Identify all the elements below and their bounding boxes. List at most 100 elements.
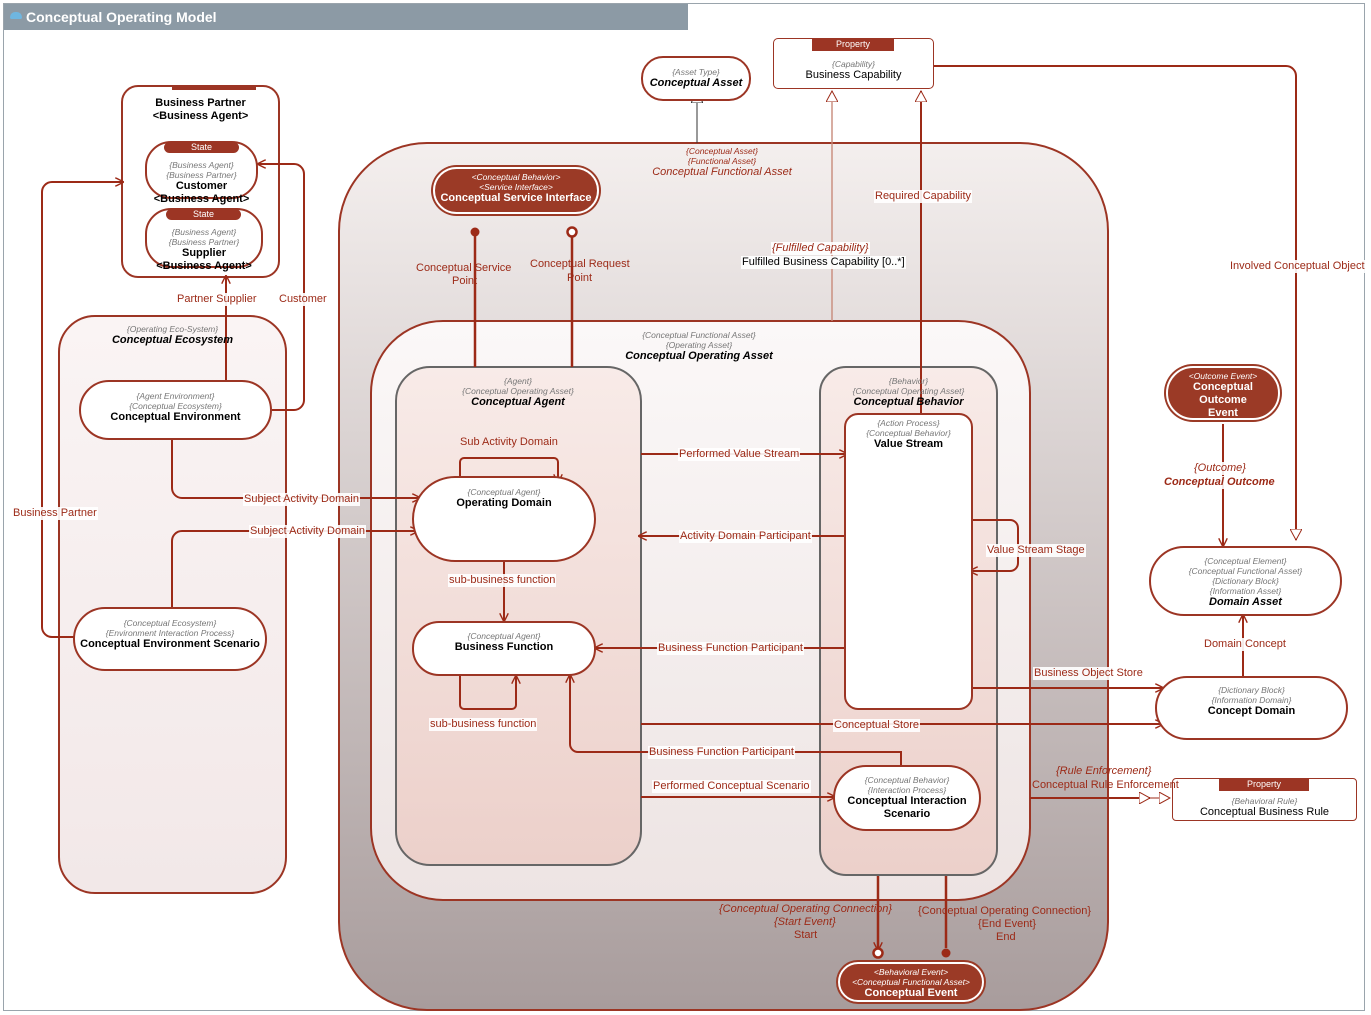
supplier-name: Supplier xyxy=(181,247,226,259)
service-point-end xyxy=(470,227,480,237)
conceptual-environment-stereotype-2: {Conceptual Ecosystem} xyxy=(129,401,222,411)
conceptual-interaction-scenario-stereotype-1: {Conceptual Behavior} xyxy=(864,775,950,785)
domain-asset-node[interactable]: {Conceptual Element} {Conceptual Functio… xyxy=(1149,546,1342,616)
domain-asset-stereotype-4: {Information Asset} xyxy=(1209,586,1282,596)
conceptual-outcome-event-name-2: Event xyxy=(1208,407,1238,419)
conceptual-agent-name: Conceptual Agent xyxy=(471,396,565,408)
label-end-stereotype-1: {Conceptual Operating Connection} xyxy=(918,905,1092,917)
label-sub-activity-domain: Sub Activity Domain xyxy=(460,436,558,448)
end-event-end xyxy=(941,948,951,958)
label-outcome-stereotype: {Outcome} xyxy=(1193,462,1247,475)
customer-subname: <Business Agent> xyxy=(153,193,250,205)
label-subject-activity-domain-1: Subject Activity Domain xyxy=(243,493,360,506)
label-business-partner: Business Partner xyxy=(12,507,98,520)
business-partner[interactable]: Business Partner <Business Agent> xyxy=(124,97,277,123)
supplier-state-badge: State xyxy=(166,209,241,220)
business-partner-name: Business Partner xyxy=(155,97,246,109)
label-conceptual-request-point-1: Conceptual Request xyxy=(530,258,630,270)
business-function-stereotype: {Conceptual Agent} xyxy=(467,631,541,641)
business-capability-node[interactable]: Property {Capability} Business Capabilit… xyxy=(773,38,934,89)
business-function-name: Business Function xyxy=(454,641,554,653)
business-capability-name: Business Capability xyxy=(805,69,902,81)
conceptual-event-name: Conceptual Event xyxy=(864,987,958,999)
involved-conceptual-object-line xyxy=(933,65,1296,540)
diagram-icon xyxy=(10,12,22,19)
operating-domain-node[interactable]: {Conceptual Agent} Operating Domain xyxy=(412,476,596,562)
conceptual-environment-scenario-node[interactable]: {Conceptual Ecosystem} {Environment Inte… xyxy=(73,607,267,671)
conceptual-event-stereotype-2: <Conceptual Functional Asset> xyxy=(852,977,970,987)
conceptual-agent-stereotype-1: {Agent} xyxy=(504,376,532,386)
operating-domain-name: Operating Domain xyxy=(456,497,552,509)
conceptual-event-node[interactable]: <Behavioral Event> <Conceptual Functiona… xyxy=(838,962,984,1002)
conceptual-outcome-event-stereotype: <Outcome Event> xyxy=(1188,371,1258,381)
conceptual-asset-stereotype: {Asset Type} xyxy=(672,67,720,77)
label-conceptual-service-point-1: Conceptual Service xyxy=(416,262,512,274)
conceptual-ecosystem-name: Conceptual Ecosystem xyxy=(111,334,234,346)
label-start: Start xyxy=(794,929,818,941)
value-stream-stereotype-1: {Action Process} xyxy=(877,418,940,428)
conceptual-functional-asset-name: Conceptual Functional Asset xyxy=(652,166,792,178)
conceptual-environment-stereotype-1: {Agent Environment} xyxy=(136,391,215,401)
conceptual-environment-scenario-stereotype-1: {Conceptual Ecosystem} xyxy=(123,618,217,628)
domain-asset-stereotype-3: {Dictionary Block} xyxy=(1212,576,1279,586)
conceptual-business-rule-stereotype: {Behavioral Rule} xyxy=(1231,796,1298,806)
domain-asset-stereotype-1: {Conceptual Element} xyxy=(1204,556,1287,566)
label-conceptual-store: Conceptual Store xyxy=(833,719,920,732)
conceptual-event-stereotype-1: <Behavioral Event> xyxy=(873,967,949,977)
conceptual-service-interface-node[interactable]: <Conceptual Behavior> <Service Interface… xyxy=(433,167,599,214)
conceptual-functional-asset-stereotype-2: {Functional Asset} xyxy=(687,156,757,166)
customer-line xyxy=(258,164,305,411)
label-fulfilled-business-capability: Fulfilled Business Capability [0..*] xyxy=(741,256,906,269)
business-function-node[interactable]: {Conceptual Agent} Business Function xyxy=(412,621,596,676)
business-partner-subname: <Business Agent> xyxy=(152,110,249,122)
conceptual-service-interface-stereotype-2: <Service Interface> xyxy=(479,182,553,192)
label-business-function-participant-1: Business Function Participant xyxy=(657,642,804,655)
concept-domain-node[interactable]: {Dictionary Block} {Information Domain} … xyxy=(1155,676,1348,740)
conceptual-agent-stereotype-2: {Conceptual Operating Asset} xyxy=(462,386,574,396)
supplier-stereotype-1: {Business Agent} xyxy=(171,227,237,237)
value-stream-node[interactable]: {Action Process} {Conceptual Behavior} V… xyxy=(844,413,973,710)
customer-node[interactable]: State {Business Agent} {Business Partner… xyxy=(145,141,258,205)
value-stream-stereotype-2: {Conceptual Behavior} xyxy=(866,428,951,438)
conceptual-business-rule-node[interactable]: Property {Behavioral Rule} Conceptual Bu… xyxy=(1172,778,1357,821)
conceptual-service-interface-stereotype-1: <Conceptual Behavior> xyxy=(471,172,561,182)
conceptual-asset-name: Conceptual Asset xyxy=(649,77,743,89)
conceptual-asset-node[interactable]: {Asset Type} Conceptual Asset xyxy=(641,56,751,101)
label-performed-conceptual-scenario: Performed Conceptual Scenario xyxy=(652,780,811,793)
label-involved-conceptual-object: Involved Conceptual Object xyxy=(1229,260,1366,273)
domain-asset-stereotype-2: {Conceptual Functional Asset} xyxy=(1188,566,1303,576)
conceptual-outcome-event-node[interactable]: <Outcome Event> Conceptual Outcome Event xyxy=(1166,366,1280,420)
conceptual-operating-asset-stereotype-1: {Conceptual Functional Asset} xyxy=(642,330,756,340)
supplier-node[interactable]: State {Business Agent} {Business Partner… xyxy=(145,208,263,272)
conceptual-interaction-scenario-name: Conceptual Interaction xyxy=(847,795,967,807)
conceptual-operating-asset-stereotype-2: {Operating Asset} xyxy=(665,340,733,350)
label-performed-value-stream: Performed Value Stream xyxy=(678,448,801,461)
label-rule-enforcement-stereotype: {Rule Enforcement} xyxy=(1056,765,1152,777)
conceptual-environment-node[interactable]: {Agent Environment} {Conceptual Ecosyste… xyxy=(79,380,272,440)
concept-domain-stereotype-1: {Dictionary Block} xyxy=(1218,685,1285,695)
sub-business-function-loop xyxy=(459,675,516,710)
conceptual-environment-scenario-stereotype-2: {Environment Interaction Process} xyxy=(105,628,235,638)
business-partner-line xyxy=(41,182,123,638)
conceptual-behavior: {Behavior} {Conceptual Operating Asset} … xyxy=(822,376,995,409)
business-function-participant-line-2 xyxy=(570,675,902,765)
concept-domain-stereotype-2: {Information Domain} xyxy=(1211,695,1292,705)
label-partner-supplier: Partner Supplier xyxy=(176,293,258,306)
conceptual-functional-asset-stereotype-1: {Conceptual Asset} xyxy=(686,146,758,156)
conceptual-ecosystem: {Operating Eco-System} Conceptual Ecosys… xyxy=(60,324,285,347)
conceptual-functional-asset: {Conceptual Asset} {Functional Asset} Co… xyxy=(622,146,822,179)
conceptual-behavior-name: Conceptual Behavior xyxy=(853,396,964,408)
conceptual-interaction-scenario-node[interactable]: {Conceptual Behavior} {Interaction Proce… xyxy=(833,765,981,831)
conceptual-business-rule-property-badge: Property xyxy=(1219,779,1309,791)
customer-stereotype-1: {Business Agent} xyxy=(169,160,234,170)
diagram-title-bar[interactable]: Conceptual Operating Model xyxy=(4,4,688,30)
label-customer: Customer xyxy=(278,293,328,306)
label-sub-business-function-1: sub-business function xyxy=(448,574,557,587)
conceptual-business-rule-name: Conceptual Business Rule xyxy=(1199,806,1330,818)
conceptual-operating-asset: {Conceptual Functional Asset} {Operating… xyxy=(599,330,799,363)
label-conceptual-rule-enforcement: Conceptual Rule Enforcement xyxy=(1032,779,1179,791)
conceptual-outcome-event-name: Conceptual Outcome xyxy=(1193,381,1253,406)
supplier-subname: <Business Agent> xyxy=(156,260,252,272)
supplier-stereotype-2: {Business Partner} xyxy=(168,237,240,247)
label-business-function-participant-2: Business Function Participant xyxy=(648,746,795,759)
